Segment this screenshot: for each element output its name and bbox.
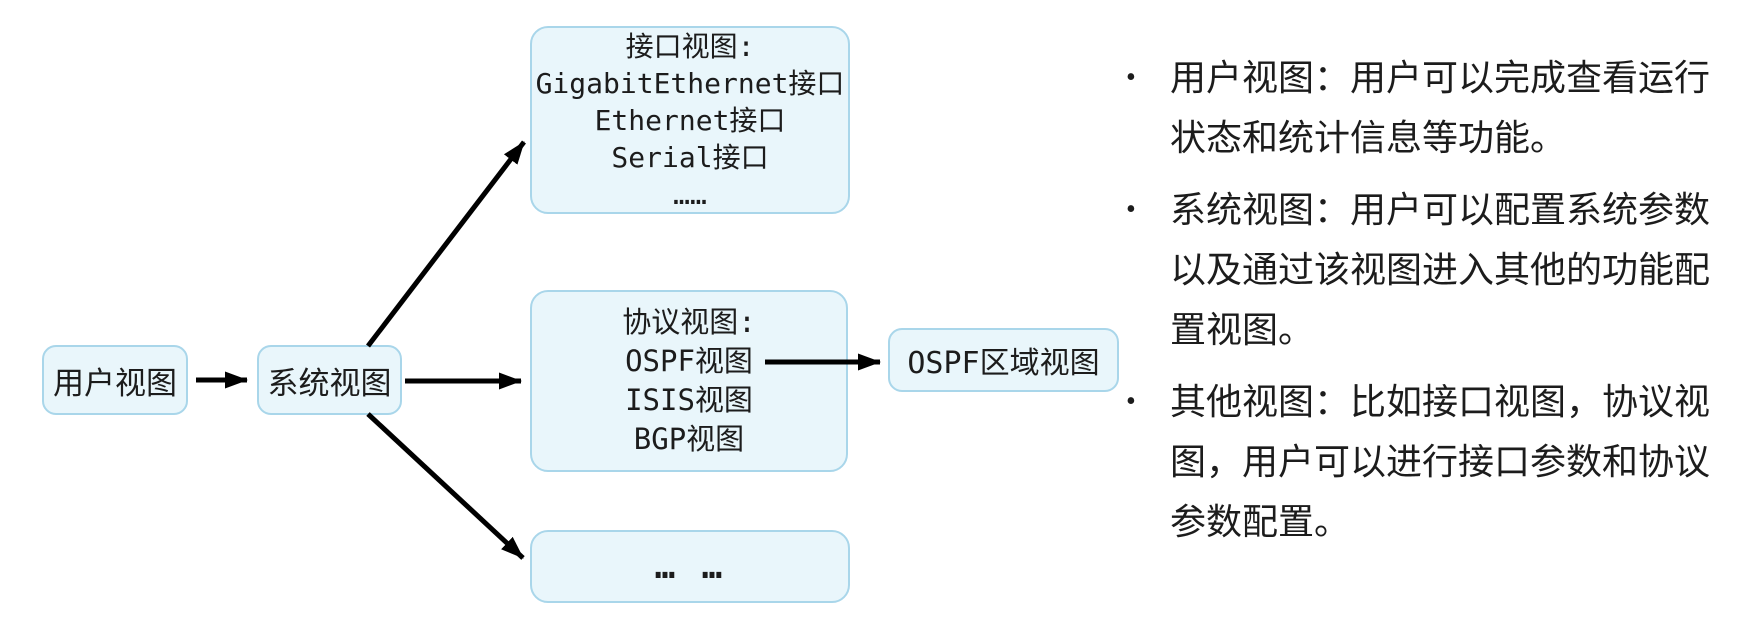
interface-view-item-serial: Serial接口 <box>611 140 769 174</box>
node-interface-view: 接口视图: GigabitEthernet接口 Ethernet接口 Seria… <box>530 26 850 214</box>
protocol-view-item-bgp: BGP视图 <box>633 422 745 456</box>
interface-view-title: 接口视图: <box>625 29 755 63</box>
note-text-user-view: 用户视图：用户可以完成查看运行状态和统计信息等功能。 <box>1170 58 1711 158</box>
notes-list: • 用户视图：用户可以完成查看运行状态和统计信息等功能。 • 系统视图：用户可以… <box>1120 48 1745 564</box>
node-ospf-area-view-label: OSPF区域视图 <box>907 346 1100 381</box>
bullet-icon: • <box>1126 386 1136 417</box>
node-system-view: 系统视图 <box>257 345 402 415</box>
node-other-views-label: … … <box>654 546 726 587</box>
node-ospf-area-view: OSPF区域视图 <box>888 328 1119 392</box>
bullet-icon: • <box>1126 62 1136 93</box>
protocol-view-item-ospf: OSPF视图 <box>625 344 753 378</box>
note-item-system-view: • 系统视图：用户可以配置系统参数以及通过该视图进入其他的功能配置视图。 <box>1120 180 1745 360</box>
note-item-user-view: • 用户视图：用户可以完成查看运行状态和统计信息等功能。 <box>1120 48 1745 168</box>
bullet-icon: • <box>1126 194 1136 225</box>
protocol-view-title: 协议视图: <box>622 305 756 339</box>
interface-view-item-gigabitethernet: GigabitEthernet接口 <box>535 66 845 100</box>
note-item-other-views: • 其他视图：比如接口视图，协议视图，用户可以进行接口参数和协议参数配置。 <box>1120 372 1745 552</box>
node-system-view-label: 系统视图 <box>267 365 392 402</box>
interface-view-ellipsis: …… <box>673 177 707 211</box>
node-other-views: … … <box>530 530 850 603</box>
arrow-system-to-other <box>366 412 525 560</box>
arrow-system-to-interface <box>366 140 526 348</box>
note-text-other-views: 其他视图：比如接口视图，协议视图，用户可以进行接口参数和协议参数配置。 <box>1170 382 1711 542</box>
node-protocol-view: 协议视图: OSPF视图 ISIS视图 BGP视图 <box>530 290 848 472</box>
note-text-system-view: 系统视图：用户可以配置系统参数以及通过该视图进入其他的功能配置视图。 <box>1170 190 1711 350</box>
protocol-view-item-isis: ISIS视图 <box>625 383 753 417</box>
interface-view-item-ethernet: Ethernet接口 <box>594 103 786 137</box>
node-user-view: 用户视图 <box>42 345 188 415</box>
node-user-view-label: 用户视图 <box>53 365 177 402</box>
